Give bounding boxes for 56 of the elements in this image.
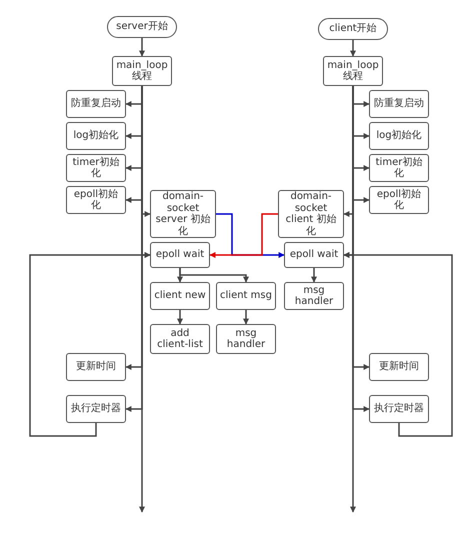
process-box bbox=[66, 90, 126, 118]
process-box bbox=[66, 353, 126, 381]
box-label: 执行定时器 bbox=[71, 403, 121, 415]
box-label: epoll wait bbox=[156, 249, 204, 261]
start-terminal bbox=[318, 18, 388, 40]
arrow bbox=[179, 268, 249, 283]
box-label: epoll wait bbox=[290, 249, 338, 261]
box-label: client开始 bbox=[329, 23, 377, 35]
process-box bbox=[369, 186, 429, 214]
box-label: 更新时间 bbox=[76, 361, 116, 373]
arrow bbox=[29, 252, 151, 437]
box-label: client new bbox=[154, 290, 206, 302]
arrow bbox=[243, 310, 249, 325]
arrow bbox=[350, 40, 356, 57]
process-box bbox=[369, 395, 429, 423]
box-label: epoll初始化 bbox=[72, 188, 120, 212]
start-terminal bbox=[107, 16, 177, 38]
box-label: log初始化 bbox=[73, 130, 119, 142]
box-label: add client-list bbox=[156, 328, 204, 350]
box-label: msg handler bbox=[226, 328, 266, 350]
process-box bbox=[369, 90, 429, 118]
process-box bbox=[278, 190, 344, 238]
box-label: 防重复启动 bbox=[374, 98, 424, 110]
box-label: 更新时间 bbox=[379, 361, 419, 373]
arrow bbox=[209, 213, 278, 258]
process-box bbox=[369, 353, 429, 381]
process-box bbox=[216, 282, 276, 310]
arrow bbox=[139, 38, 145, 57]
arrow bbox=[311, 268, 317, 283]
box-label: main_loop线程 bbox=[116, 60, 168, 82]
box-label: 防重复启动 bbox=[71, 98, 121, 110]
process-box bbox=[284, 282, 344, 310]
box-label: client msg bbox=[220, 290, 272, 302]
box-label: main_loop线程 bbox=[327, 60, 379, 82]
process-box bbox=[369, 122, 429, 150]
process-box bbox=[150, 282, 210, 310]
arrow bbox=[343, 252, 453, 437]
process-box bbox=[150, 242, 210, 268]
process-box bbox=[66, 395, 126, 423]
process-box bbox=[369, 154, 429, 182]
box-label: timer初始化 bbox=[374, 156, 424, 180]
box-label: log初始化 bbox=[376, 130, 422, 142]
box-label: domain-socket client 初始化 bbox=[284, 191, 338, 237]
box-label: 执行定时器 bbox=[374, 403, 424, 415]
box-label: msg handler bbox=[294, 284, 334, 308]
process-box bbox=[66, 122, 126, 150]
process-box bbox=[66, 154, 126, 182]
process-box bbox=[216, 324, 276, 354]
box-label: server开始 bbox=[116, 21, 168, 33]
box-label: timer初始化 bbox=[72, 156, 120, 180]
box-label: epoll初始化 bbox=[376, 188, 422, 212]
process-box bbox=[284, 242, 344, 268]
box-label: domain-socket server 初始化 bbox=[154, 191, 212, 237]
process-box bbox=[66, 186, 126, 214]
arrow bbox=[177, 310, 183, 325]
process-box bbox=[150, 324, 210, 354]
